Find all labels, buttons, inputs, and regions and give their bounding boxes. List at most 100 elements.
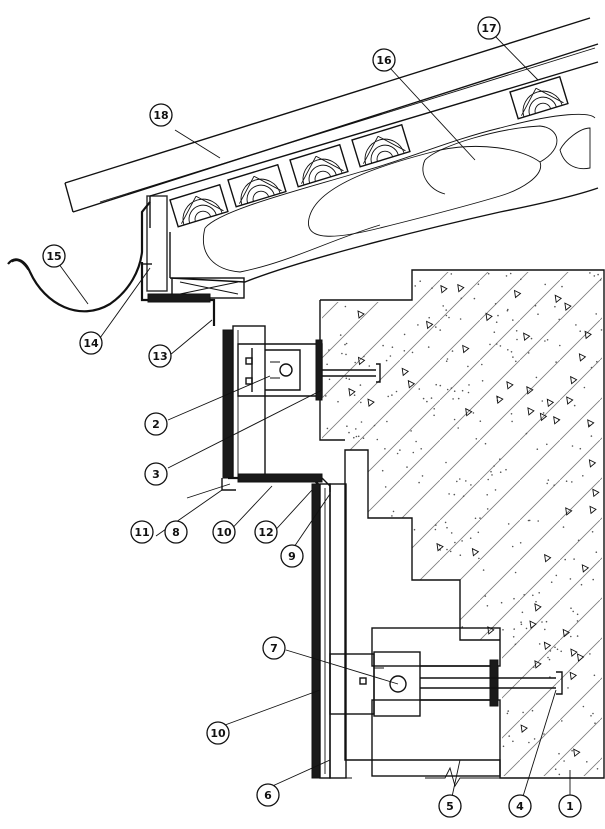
aggregate-dot	[418, 388, 421, 390]
aggregate-dot	[345, 377, 348, 380]
aggregate-dot	[479, 517, 481, 519]
callout-number: 12	[258, 526, 273, 539]
aggregate-dot	[589, 653, 591, 655]
aggregate-stone	[457, 283, 465, 293]
aggregate-dot	[590, 366, 593, 369]
aggregate-dot	[592, 712, 594, 715]
aggregate-stone	[471, 547, 480, 557]
aggregate-dot	[486, 605, 489, 607]
aggregate-stone	[357, 310, 365, 319]
callout-circle	[148, 344, 172, 368]
aggregate-stone	[523, 332, 531, 342]
aggregate-dot	[403, 333, 406, 336]
aggregate-dot	[541, 400, 544, 402]
leader-lines	[55, 33, 571, 807]
aggregate-dot	[448, 316, 450, 319]
aggregate-stone	[527, 407, 535, 416]
aggregate-dot	[512, 636, 515, 638]
lower-cladding-panel	[311, 483, 352, 779]
aggregate-dot	[417, 324, 419, 326]
callout-number: 10	[210, 727, 226, 740]
aggregate-dot	[462, 495, 465, 498]
aggregate-dot	[528, 519, 531, 522]
aggregate-dot	[460, 297, 463, 300]
aggregate-stone	[436, 542, 444, 552]
aggregate-dot	[582, 475, 584, 477]
aggregate-dot	[453, 493, 456, 496]
aggregate-dot	[505, 468, 507, 471]
aggregate-dot	[590, 435, 593, 437]
aggregate-dot	[516, 338, 518, 341]
aggregate-stone	[426, 320, 434, 330]
aggregate-dot	[570, 607, 572, 609]
aggregate-stone	[440, 284, 448, 294]
aggregate-dot	[546, 482, 548, 485]
aggregate-stone	[566, 396, 574, 405]
aggregate-dot	[467, 365, 469, 368]
callout-number: 18	[153, 109, 168, 122]
aggregate-dot	[513, 628, 515, 630]
aggregate-dot	[575, 324, 577, 326]
aggregate-dot	[444, 521, 447, 524]
aggregate-dot	[527, 352, 530, 354]
aggregate-dot	[389, 355, 392, 357]
aggregate-dot	[341, 352, 343, 355]
aggregate-dot	[573, 404, 576, 407]
callout-c2: 2	[144, 412, 168, 436]
aggregate-dot	[345, 353, 347, 356]
aggregate-dot	[373, 424, 376, 427]
aggregate-dot	[345, 342, 348, 345]
aggregate-dot	[445, 360, 448, 363]
aggregate-dot	[459, 318, 462, 320]
aggregate-dot	[487, 478, 490, 481]
aggregate-dot	[511, 420, 513, 423]
aggregate-dot	[348, 378, 351, 381]
callout-circle	[206, 721, 230, 745]
aggregate-stone	[401, 367, 410, 377]
aggregate-dot	[599, 279, 602, 281]
aggregate-dot	[600, 329, 603, 331]
eave-flashing	[140, 262, 216, 326]
aggregate-dot	[450, 273, 453, 275]
aggregate-dot	[597, 273, 599, 276]
aggregate-dot	[422, 397, 425, 400]
aggregate-dot	[579, 330, 581, 333]
aggregate-dot	[473, 297, 476, 300]
aggregate-dot	[445, 461, 447, 464]
aggregate-stone	[570, 375, 578, 385]
aggregate-dot	[586, 761, 588, 763]
aggregate-dot	[326, 427, 329, 430]
aggregate-stone	[543, 641, 552, 651]
aggregate-dot	[427, 346, 430, 348]
callout-circle	[164, 520, 188, 544]
aggregate-dot	[470, 484, 472, 486]
aggregate-dot	[435, 524, 437, 526]
aggregate-dot	[499, 471, 502, 474]
roof-section	[64, 17, 599, 299]
aggregate-dot	[403, 350, 406, 352]
aggregate-dot	[543, 733, 545, 735]
aggregate-dot	[569, 578, 572, 580]
aggregate-dot	[450, 532, 453, 534]
aggregate-dot	[507, 308, 509, 311]
aggregate-dot	[355, 428, 357, 430]
callout-circle	[256, 783, 280, 807]
aggregate-dot	[510, 413, 513, 415]
aggregate-dot	[532, 594, 534, 597]
aggregate-stone	[462, 344, 470, 354]
aggregate-stone	[529, 620, 537, 629]
aggregate-dot	[399, 449, 401, 451]
aggregate-dot	[415, 440, 417, 443]
aggregate-dot	[511, 545, 514, 548]
aggregate-dot	[346, 425, 348, 428]
aggregate-dot	[337, 400, 339, 403]
aggregate-stone	[564, 302, 572, 311]
callout-c8: 8	[164, 520, 188, 544]
aggregate-dot	[359, 384, 362, 386]
aggregate-dot	[391, 515, 393, 517]
callout-c6: 6	[256, 783, 280, 807]
aggregate-dot	[439, 384, 442, 387]
aggregate-dot	[452, 398, 454, 400]
aggregate-dot	[486, 494, 489, 496]
aggregate-dot	[469, 537, 472, 539]
